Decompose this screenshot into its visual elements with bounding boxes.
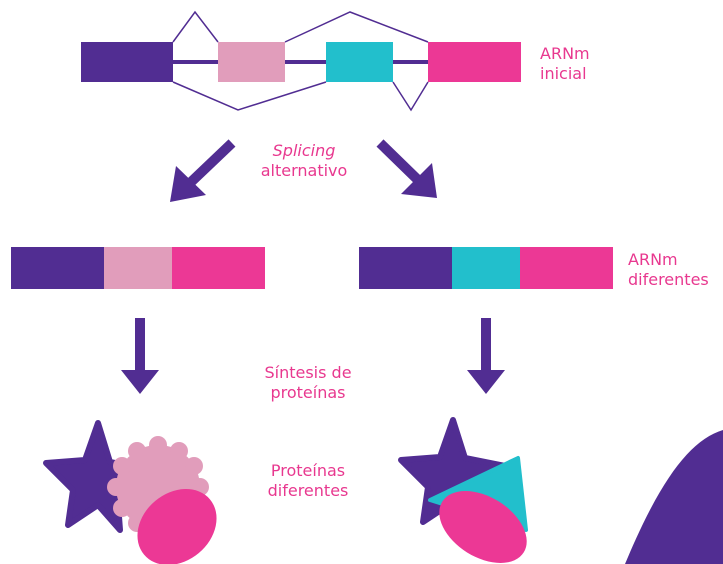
different-proteins-label: Proteínas diferentes bbox=[250, 461, 366, 501]
initial-mrna bbox=[81, 10, 521, 112]
arrow-left-diagonal bbox=[170, 139, 236, 202]
initial-mrna-label-line1: ARNm bbox=[540, 44, 590, 63]
different-mrna-label: ARNm diferentes bbox=[628, 250, 709, 290]
ellipse-shape bbox=[137, 489, 217, 564]
ellipse-shape bbox=[439, 491, 527, 563]
decorative-corner-blob bbox=[625, 430, 723, 564]
mrna-variant-2 bbox=[359, 247, 613, 289]
alternative-splicing-label: Splicing alternativo bbox=[244, 141, 364, 181]
splice-connector-bottom-2 bbox=[392, 81, 429, 112]
arrow-down-right bbox=[467, 318, 505, 394]
splice-connector-bottom-1 bbox=[172, 81, 327, 111]
different-proteins-label-line1: Proteínas bbox=[270, 461, 346, 480]
arrow-down-left bbox=[121, 318, 159, 394]
exon-1 bbox=[81, 42, 173, 82]
splice-connector-top-2 bbox=[284, 11, 429, 43]
protein-2 bbox=[398, 417, 528, 563]
exon-3 bbox=[326, 42, 393, 82]
protein-synthesis-label-line2: proteínas bbox=[270, 383, 346, 402]
initial-mrna-label: ARNm inicial bbox=[540, 44, 590, 84]
splice-connector-top-1 bbox=[172, 10, 219, 43]
arrow-right-diagonal bbox=[376, 139, 437, 198]
different-mrna-label-line1: ARNm bbox=[628, 250, 678, 269]
splicing-word: Splicing bbox=[272, 141, 336, 160]
different-proteins-label-line2: diferentes bbox=[267, 481, 349, 500]
alternativo-word: alternativo bbox=[260, 161, 348, 180]
different-mrna-label-line2: diferentes bbox=[628, 270, 709, 289]
protein-1 bbox=[43, 420, 217, 564]
protein-synthesis-label-line1: Síntesis de bbox=[264, 363, 352, 382]
exon-2 bbox=[218, 42, 285, 82]
protein-synthesis-label: Síntesis de proteínas bbox=[244, 363, 372, 403]
exon-4 bbox=[428, 42, 521, 82]
initial-mrna-label-line2: inicial bbox=[540, 64, 587, 83]
mrna-variant-1 bbox=[11, 247, 265, 289]
